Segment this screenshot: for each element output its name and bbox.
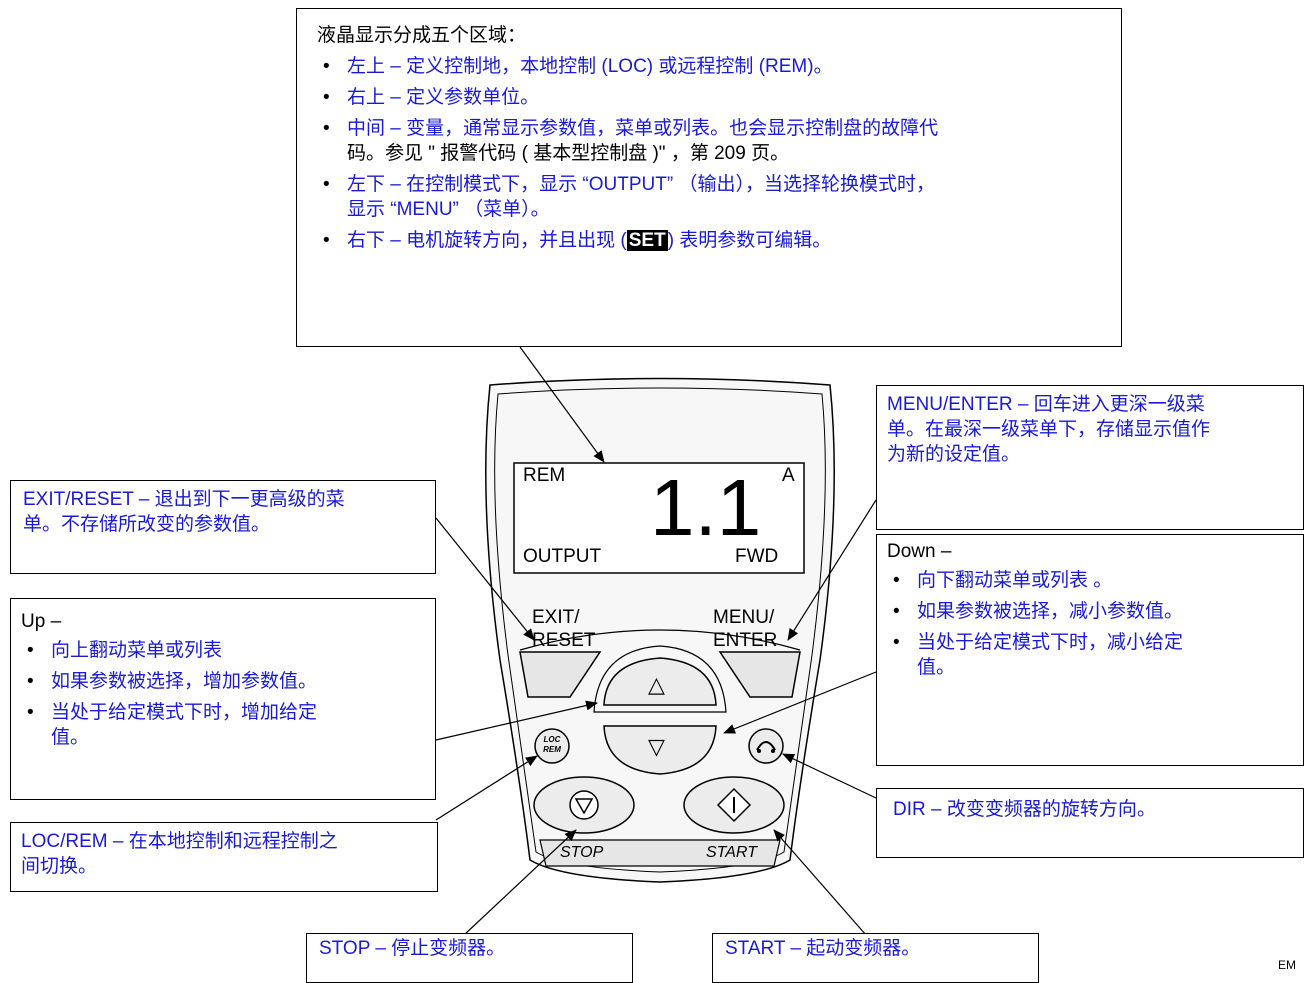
up-callout-title: Up –: [21, 611, 62, 632]
lcd-area-item: 右上 – 定义参数单位。: [317, 85, 1101, 110]
down-callout-title: Down –: [887, 541, 952, 562]
display-bottom-left: OUTPUT: [523, 546, 602, 567]
locrem-key-label-1: LOC: [543, 735, 561, 744]
display-top-right: A: [782, 465, 795, 486]
exit-reset-callout: EXIT/RESET – 退出到下一更高级的菜 单。不存储所改变的参数值。: [10, 480, 436, 574]
up-callout-item-cont: 值。: [51, 727, 90, 748]
menu-key-shape: [718, 651, 801, 698]
up-key[interactable]: △: [648, 672, 665, 697]
up-key-outer: [593, 645, 727, 713]
stop-key[interactable]: [534, 780, 634, 832]
exit-key-shape: [519, 651, 602, 698]
display-value: 1.1: [650, 463, 762, 552]
locrem-key[interactable]: LOC REM: [538, 735, 566, 755]
corner-code: EM: [1278, 958, 1296, 972]
exit-reset-key[interactable]: EXIT/ RESET: [532, 606, 595, 652]
up-key-shape: [603, 657, 717, 706]
down-callout-item: 如果参数被选择，减小参数值。: [887, 599, 1293, 624]
menu-key-label-1: MENU/: [713, 607, 775, 628]
lcd-window: [513, 462, 805, 574]
up-callout-item: 向上翻动菜单或列表: [21, 638, 425, 663]
lcd-area-item: 左上 – 定义控制地，本地控制 (LOC) 或远程控制 (REM)。: [317, 54, 1101, 79]
stop-start-bar: [539, 839, 781, 867]
down-key[interactable]: ▽: [648, 734, 665, 759]
dir-callout: DIR – 改变变频器的旋转方向。: [876, 788, 1304, 858]
menu-enter-key[interactable]: MENU/ ENTER: [713, 606, 777, 652]
lcd-area-item: 右下 – 电机旋转方向，并且出现 (SET) 表明参数可编辑。: [317, 228, 1101, 253]
menu-key-label-2: ENTER: [713, 630, 778, 651]
set-indicator: SET: [626, 230, 668, 251]
up-callout: Up – 向上翻动菜单或列表 如果参数被选择，增加参数值。 当处于给定模式下时，…: [10, 598, 436, 800]
start-key[interactable]: [684, 780, 784, 832]
display-bottom-right: FWD: [735, 546, 779, 567]
menu-enter-callout: MENU/ENTER – 回车进入更深一级菜 单。在最深一级菜单下，存储显示值作…: [876, 385, 1304, 530]
up-callout-item: 当处于给定模式下时，增加给定: [21, 700, 425, 725]
stop-callout: STOP – 停止变频器。: [306, 933, 633, 983]
dir-icon: [756, 741, 776, 751]
locrem-key-label-2: REM: [543, 745, 561, 754]
lcd-areas-title: 液晶显示分成五个区域：: [317, 25, 527, 46]
down-key-shape: [603, 725, 717, 775]
locrem-key-shape: [534, 728, 570, 764]
exit-key-label-1: EXIT/: [532, 607, 580, 628]
dir-key[interactable]: [750, 738, 782, 756]
dir-key-shape: [748, 728, 784, 764]
display-top-left: REM: [523, 465, 566, 486]
up-callout-item: 如果参数被选择，增加参数值。: [21, 669, 425, 694]
exit-key-label-2: RESET: [532, 630, 596, 651]
down-callout: Down – 向下翻动菜单或列表 。 如果参数被选择，减小参数值。 当处于给定模…: [876, 534, 1304, 766]
down-callout-item: 当处于给定模式下时，减小给定: [887, 630, 1293, 655]
start-callout: START – 起动变频器。: [712, 933, 1039, 983]
stop-icon: [569, 790, 599, 820]
lcd-areas-callout: 液晶显示分成五个区域： 左上 – 定义控制地，本地控制 (LOC) 或远程控制 …: [296, 8, 1122, 347]
locrem-callout: LOC/REM – 在本地控制和远程控制之 间切换。: [10, 822, 438, 892]
stop-key-label: STOP: [560, 844, 604, 861]
start-key-label: START: [706, 844, 757, 861]
down-callout-item: 向下翻动菜单或列表 。: [887, 568, 1293, 593]
lcd-area-item: 左下 – 在控制模式下，显示 “OUTPUT” （输出），当选择轮换模式时，显示…: [317, 172, 1101, 222]
down-callout-item-cont: 值。: [917, 657, 956, 678]
